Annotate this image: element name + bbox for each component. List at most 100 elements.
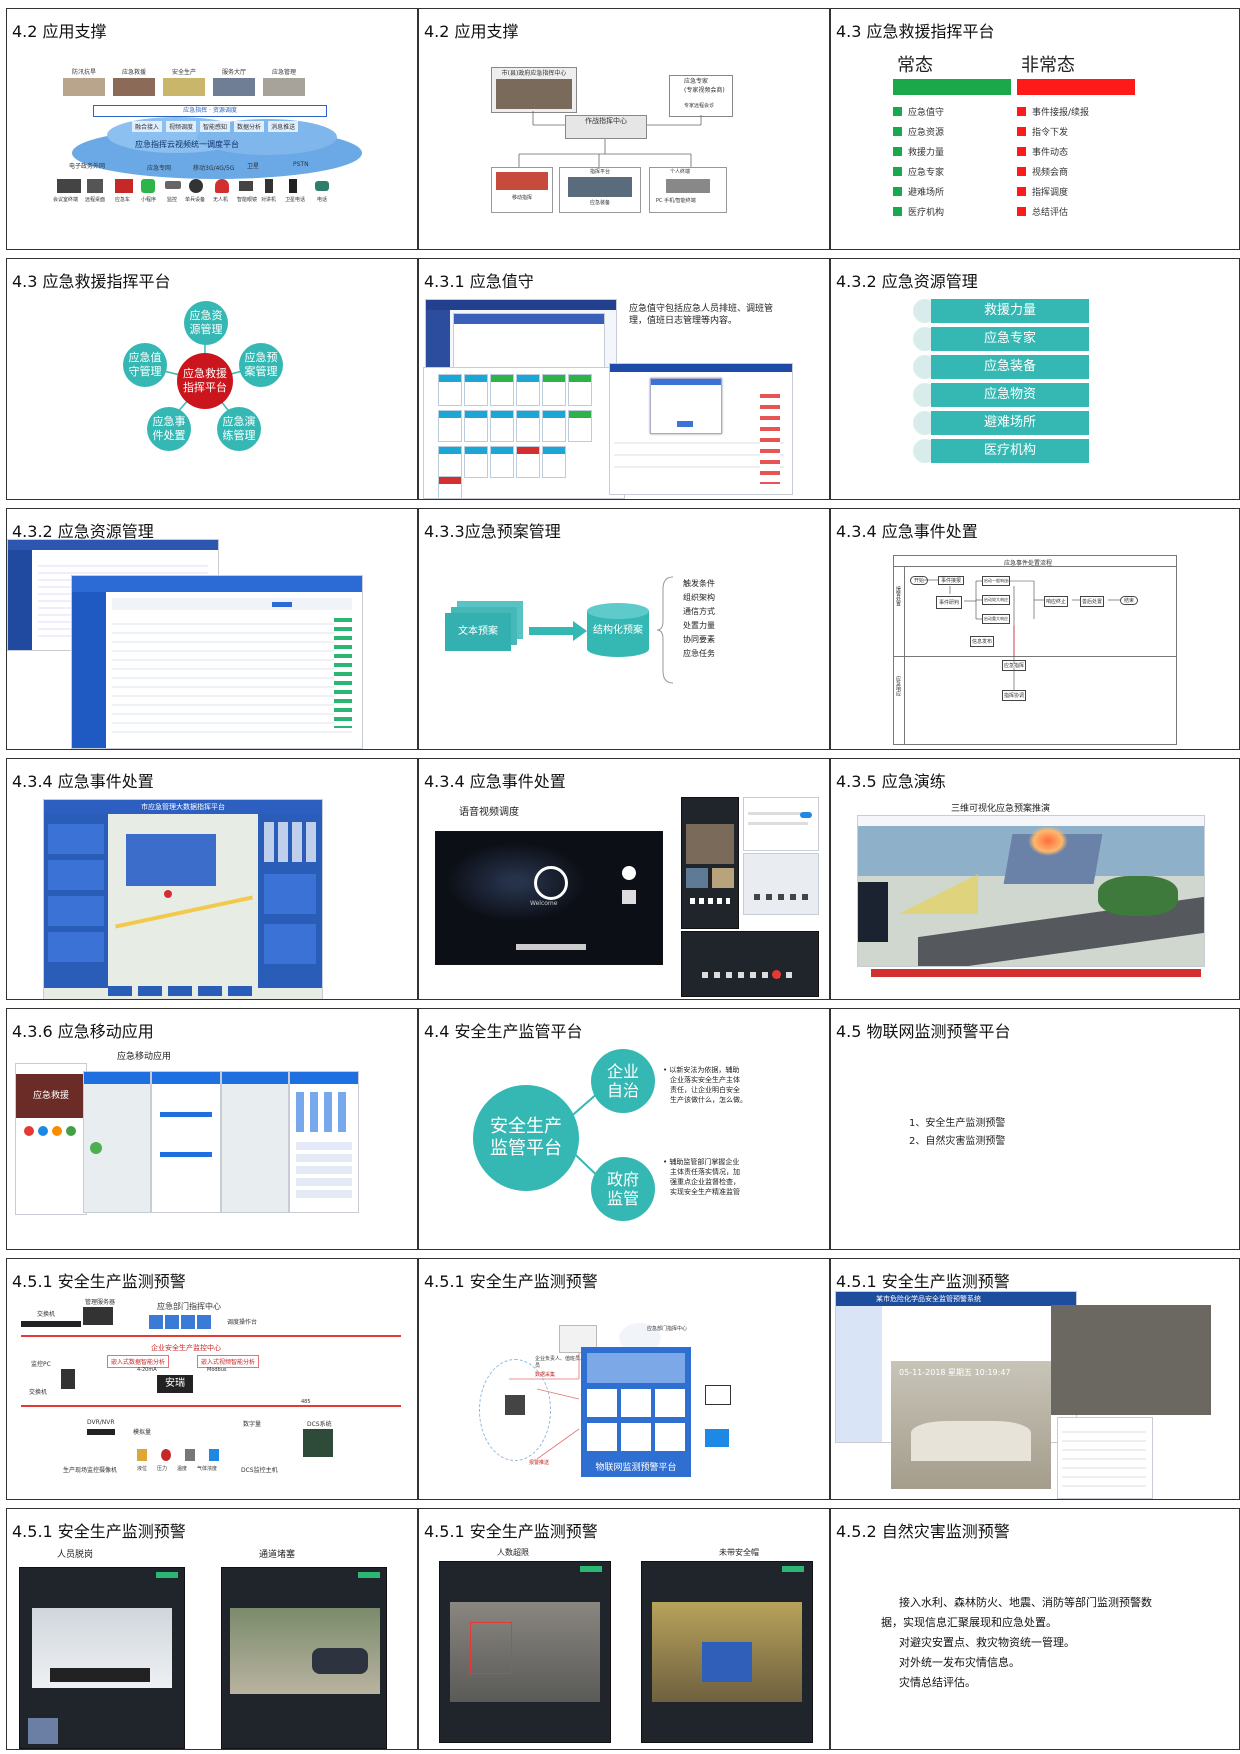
- leaf-label: 应急装备: [589, 200, 610, 206]
- text-plan: 文本预案: [445, 613, 511, 651]
- slide-title: 4.5.1 安全生产监测预警: [424, 1272, 598, 1291]
- attribute: 处置力量: [683, 621, 715, 630]
- abnormal-bar: [1017, 79, 1135, 95]
- leaf-box: 个人终端 PC 手机/智能终端: [649, 167, 727, 213]
- item-label: 视频会商: [1032, 168, 1069, 178]
- flow-node: 启动较大响应: [982, 595, 1010, 605]
- slide-title: 4.3.1 应急值守: [424, 272, 534, 291]
- item-label: 事件动态: [1032, 148, 1069, 158]
- expert-note: 专家远程会诊: [684, 103, 715, 109]
- phone-form: [151, 1071, 221, 1213]
- gateway-icon: [505, 1395, 525, 1415]
- sensor-ring: [479, 1359, 551, 1461]
- center-text: 安全生产: [490, 1116, 562, 1137]
- ai-right-label: 未带安全帽: [719, 1548, 759, 1557]
- desc-line: 主体责任落实情况，加: [670, 1168, 740, 1176]
- text-line: 对避灾安置点、救灾物资统一管理。: [899, 1636, 1075, 1649]
- slide-monitor-arch: 4.5.1 安全生产监测预警 应急部门指挥中心 管理服务器 调度操作台 交换机 …: [6, 1258, 418, 1500]
- flow-connectors: [924, 579, 1120, 690]
- map-title: 市应急管理大数据指挥平台: [44, 800, 322, 814]
- device-label: 监控: [167, 197, 178, 203]
- phone-home: 应急救援: [15, 1063, 87, 1215]
- node-label: 应急预案管理: [244, 351, 278, 378]
- left-label: 企业负责人、值班员、安全管理员: [535, 1356, 606, 1369]
- device-icon: [265, 179, 273, 193]
- net-pstn: PSTN: [293, 161, 309, 168]
- desc-line: 辅助监管部门掌握企业: [669, 1158, 740, 1166]
- attribute: 协同要素: [683, 635, 715, 644]
- flow-node: 启动一般响应: [982, 576, 1010, 586]
- phone-menu: [289, 1071, 359, 1213]
- slide-title: 4.3.5 应急演练: [836, 772, 946, 791]
- arch-ai2: 嵌入式视频智能分析: [197, 1355, 260, 1368]
- item-label: 指挥调度: [1032, 188, 1069, 198]
- desc-line: 责任，让企业明白安全: [670, 1086, 740, 1094]
- slide-app-support-2: 4.2 应用支撑 市(县)政府应急指挥中心 应急专家 (专家视频会商) 专家远程…: [418, 8, 830, 250]
- nvr-icon: [87, 1429, 115, 1435]
- device-icon: [239, 181, 253, 191]
- flow-node: 指挥协调: [1002, 690, 1027, 701]
- normal-item: 应急值守: [893, 105, 944, 118]
- normal-item: 救援力量: [893, 145, 944, 158]
- pressure-sensor-icon: [161, 1449, 171, 1461]
- module: 融合接入: [132, 121, 163, 132]
- arch-nvr: DVR/NVR: [87, 1419, 115, 1426]
- ai-left-label: 人数超限: [497, 1548, 529, 1557]
- screen-title: 某市危险化学品安全监管预警系统: [836, 1292, 1076, 1306]
- screenshot-dialog: [609, 363, 793, 495]
- net-mid: 应急专网: [147, 165, 172, 172]
- slide-platform-cycle: 4.3 应急救援指挥平台 应急救援指挥平台 应急资源管理 应急预案管理 应急演练…: [6, 258, 418, 500]
- server-icon: [83, 1307, 113, 1325]
- flow-node: 信息发布: [970, 636, 995, 647]
- ai-screen-left: [19, 1567, 185, 1749]
- slide-title: 4.4 安全生产监管平台: [424, 1022, 583, 1041]
- slide-title: 4.3.2 应急资源管理: [836, 272, 978, 291]
- sensor-row: 液位 压力 温度 气体浓度: [137, 1465, 217, 1472]
- center-label: 应急救援指挥平台: [183, 367, 227, 394]
- normal-item: 避难场所: [893, 185, 944, 198]
- temperature-sensor-icon: [185, 1449, 195, 1461]
- drill-3d-scene: [857, 815, 1205, 967]
- structured-plan: 结构化预案: [593, 625, 643, 636]
- government-circle: 政府 监管: [591, 1157, 655, 1221]
- slide-grid: 4.2 应用支撑 防汛抗旱 应急救援 安全生产 服务大厅 应急管理 应急指挥 ·…: [6, 8, 1240, 1754]
- ai-left-label: 人员脱岗: [57, 1550, 94, 1560]
- red-square-icon: [1017, 107, 1026, 116]
- red-square-icon: [1017, 127, 1026, 136]
- government-desc: • 辅助监管部门掌握企业 主体责任落实情况，加 强重点企业监督检查， 实现安全生…: [663, 1158, 740, 1196]
- slide-title: 4.5.1 安全生产监测预警: [836, 1272, 1010, 1291]
- iot-list: 1、安全生产监测预警 2、自然灾害监测预警: [909, 1115, 1005, 1151]
- qr-code-icon: [622, 890, 636, 904]
- green-square-icon: [893, 147, 902, 156]
- green-square-icon: [893, 187, 902, 196]
- module: 消息推送: [268, 121, 299, 132]
- device-icon: [189, 179, 203, 193]
- dcs-icon: [303, 1429, 333, 1457]
- device-icon: [87, 179, 103, 193]
- arch-rs485: 485: [301, 1399, 311, 1405]
- platform-box: 物联网监测预警平台: [581, 1347, 691, 1477]
- arch-analog: 模拟量: [133, 1429, 152, 1436]
- slide-title: 4.5 物联网监测预警平台: [836, 1022, 1011, 1041]
- center-text: 监管平台: [490, 1138, 562, 1159]
- red-square-icon: [1017, 207, 1026, 216]
- slide-event-map: 4.3.4 应急事件处置 市应急管理大数据指挥平台: [6, 758, 418, 1000]
- node: 应急资源管理: [184, 301, 228, 345]
- leaf-box: 指挥平台 应急装备: [559, 167, 641, 213]
- slide-title: 4.3.6 应急移动应用: [12, 1022, 154, 1041]
- slide-mobile: 4.3.6 应急移动应用 应急移动应用 应急救援: [6, 1008, 418, 1250]
- platform-label: 物联网监测预警平台: [595, 1463, 677, 1473]
- desc-line: 强重点企业监督检查，: [670, 1178, 740, 1186]
- app-label: 防汛抗旱: [71, 69, 96, 76]
- item-label: 事件接报/续报: [1032, 108, 1090, 118]
- leaf-label: 个人终端: [670, 169, 691, 175]
- contact-list: [743, 797, 819, 851]
- green-square-icon: [893, 107, 902, 116]
- enterprise-desc: • 以新安法为依据，辅助 企业落实安全生产主体 责任，让企业明白安全 生产该做什…: [663, 1066, 747, 1104]
- slide-monitor-screen: 4.5.1 安全生产监测预警 某市危险化学品安全监管预警系统 05-11-201…: [830, 1258, 1240, 1500]
- node: 应急预案管理: [239, 343, 283, 387]
- slide-drill: 4.3.5 应急演练 三维可视化应急预案推演: [830, 758, 1240, 1000]
- plan-attributes: 触发条件 组织架构 通信方式 处置力量 协同要素 应急任务: [683, 577, 715, 661]
- desc-line: 企业落实安全生产主体: [670, 1076, 740, 1084]
- normal-bar: [893, 79, 1011, 95]
